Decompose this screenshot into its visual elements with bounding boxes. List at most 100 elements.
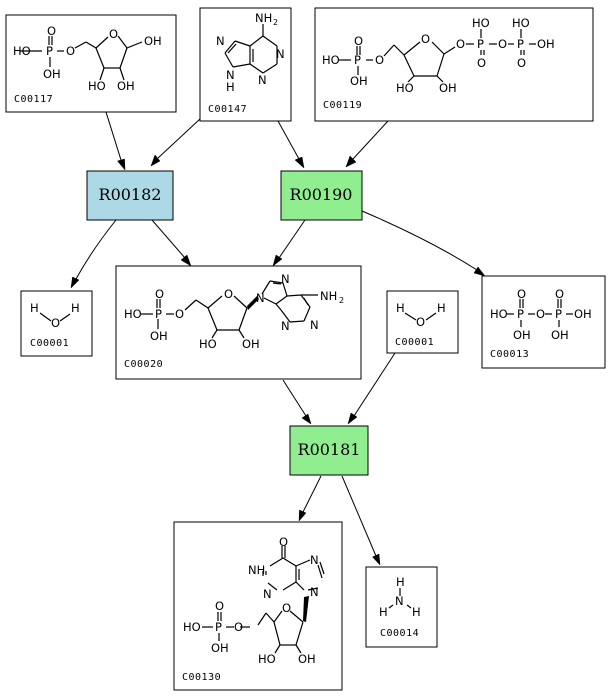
atom-label: HO xyxy=(13,44,31,58)
atom-label: OH xyxy=(439,81,457,95)
atom-label: P xyxy=(155,307,162,321)
compound-box[interactable] xyxy=(365,566,438,648)
compound-box[interactable] xyxy=(481,275,606,369)
arrowhead xyxy=(347,412,358,425)
edge-c00117-r00182 xyxy=(105,111,122,161)
compound-c00001-right[interactable]: H O H C00001 xyxy=(386,290,459,354)
atom-label: NH xyxy=(255,11,272,25)
atom-label: O xyxy=(155,287,164,301)
compound-c00130[interactable]: O NH N N N O O HO P O OH HO OH C00130 xyxy=(173,521,343,691)
compound-id: C00001 xyxy=(30,338,69,349)
atom-label: HO xyxy=(472,16,490,30)
compound-box[interactable] xyxy=(314,7,594,122)
compound-box[interactable] xyxy=(173,521,343,691)
pathway-edges xyxy=(70,111,486,566)
reaction-r00190[interactable]: R00190 xyxy=(280,170,363,221)
arrowhead xyxy=(372,553,381,566)
atom-label: OH xyxy=(537,37,555,51)
arrowhead xyxy=(301,413,312,425)
atom-label: N xyxy=(216,34,225,48)
compound-c00001-left[interactable]: H O H C00001 xyxy=(20,290,93,357)
atom-label: N xyxy=(226,68,235,82)
compound-c00014[interactable]: H N H H C00014 xyxy=(365,566,438,648)
edge-c00020-r00181 xyxy=(282,379,307,417)
atom-label: HO xyxy=(258,652,276,666)
atom-label: O xyxy=(354,34,363,48)
atom-label: O xyxy=(109,27,118,41)
reaction-label: R00190 xyxy=(290,185,353,204)
arrowhead xyxy=(345,155,357,168)
compound-box[interactable] xyxy=(115,265,362,380)
atom-label: OH xyxy=(350,74,368,88)
reaction-r00182[interactable]: R00182 xyxy=(86,170,174,221)
atom-label: N xyxy=(256,291,265,305)
atom-label: H xyxy=(379,605,388,619)
atom-label: O xyxy=(175,307,184,321)
structure-c00130: O NH N N N O O HO P O OH HO OH xyxy=(183,535,325,666)
atom-label: H xyxy=(437,301,446,315)
reaction-r00181[interactable]: R00181 xyxy=(289,425,369,476)
compound-c00117[interactable]: HO P O OH O O OH HO OH C00117 xyxy=(5,14,177,113)
atom-label: OH xyxy=(574,307,592,321)
atom-label: N xyxy=(276,47,285,61)
compound-c00147[interactable]: NH 2 N N N N H C00147 xyxy=(199,7,292,122)
atom-label: N xyxy=(263,587,272,601)
atom-label: O xyxy=(421,32,430,46)
arrowhead xyxy=(294,156,305,169)
compound-c00020[interactable]: HO P O OH O O HO OH N N N N NH 2 C00020 xyxy=(115,265,362,380)
atom-label: O xyxy=(536,307,545,321)
structure-c00119: HO P O OH O O HO OH O P HO O O P HO O OH xyxy=(322,16,555,95)
compound-box[interactable] xyxy=(386,290,459,354)
arrowhead xyxy=(180,254,192,267)
atom-label: O xyxy=(517,287,526,301)
edge-r00190-c00020 xyxy=(278,219,306,259)
atom-label: H xyxy=(226,80,235,94)
atom-label: O xyxy=(66,44,75,58)
reaction-box[interactable] xyxy=(280,170,363,221)
structure-c00020: HO P O OH O O HO OH N N N N NH 2 xyxy=(124,272,344,351)
arrowhead xyxy=(272,254,283,267)
structure-c00001-left: H O H xyxy=(30,301,80,330)
compound-id: C00119 xyxy=(323,100,362,111)
atom-label: HO xyxy=(512,16,530,30)
edge-c00147-r00190 xyxy=(277,120,300,160)
atom-label: N xyxy=(310,553,319,567)
edge-c00001-r00181 xyxy=(353,352,396,417)
compound-id: C00013 xyxy=(490,349,529,360)
atom-subscript: 2 xyxy=(273,18,278,27)
reaction-box[interactable] xyxy=(289,425,369,476)
atom-label: OH xyxy=(513,328,531,342)
arrowhead xyxy=(117,158,126,171)
atom-label: HO xyxy=(88,79,106,93)
atom-label: O xyxy=(517,56,526,70)
atom-label: H xyxy=(396,575,405,589)
atom-label: HO xyxy=(322,53,340,67)
compound-id: C00020 xyxy=(124,359,163,370)
atom-label: O xyxy=(416,315,425,329)
reaction-box[interactable] xyxy=(86,170,174,221)
atom-label: NH xyxy=(248,563,265,577)
atom-label: HO xyxy=(199,337,217,351)
atom-label: H xyxy=(30,301,39,315)
compound-c00119[interactable]: HO P O OH O O HO OH O P HO O O P HO O OH… xyxy=(314,7,594,122)
atom-label: P xyxy=(517,37,524,51)
atom-label: OH xyxy=(551,328,569,342)
atom-label: P xyxy=(517,307,524,321)
atom-label: O xyxy=(47,24,56,38)
arrowhead xyxy=(298,509,307,522)
compound-box[interactable] xyxy=(20,290,93,357)
structure-c00013: HO P O OH O P O OH OH xyxy=(490,287,592,342)
structure-c00117: HO P O OH O O OH HO OH xyxy=(13,24,162,93)
atom-label: N xyxy=(281,272,290,286)
compound-id: C00147 xyxy=(208,104,247,115)
atom-label: OH xyxy=(242,337,260,351)
atom-label: N xyxy=(281,319,290,333)
atom-label: HO xyxy=(490,307,508,321)
atom-label: P xyxy=(354,53,361,67)
structure-c00014: H N H H xyxy=(379,575,421,619)
compound-c00013[interactable]: HO P O OH O P O OH OH C00013 xyxy=(481,275,606,369)
arrowhead xyxy=(70,276,80,289)
compound-box[interactable] xyxy=(5,14,177,113)
atom-label: O xyxy=(456,37,465,51)
